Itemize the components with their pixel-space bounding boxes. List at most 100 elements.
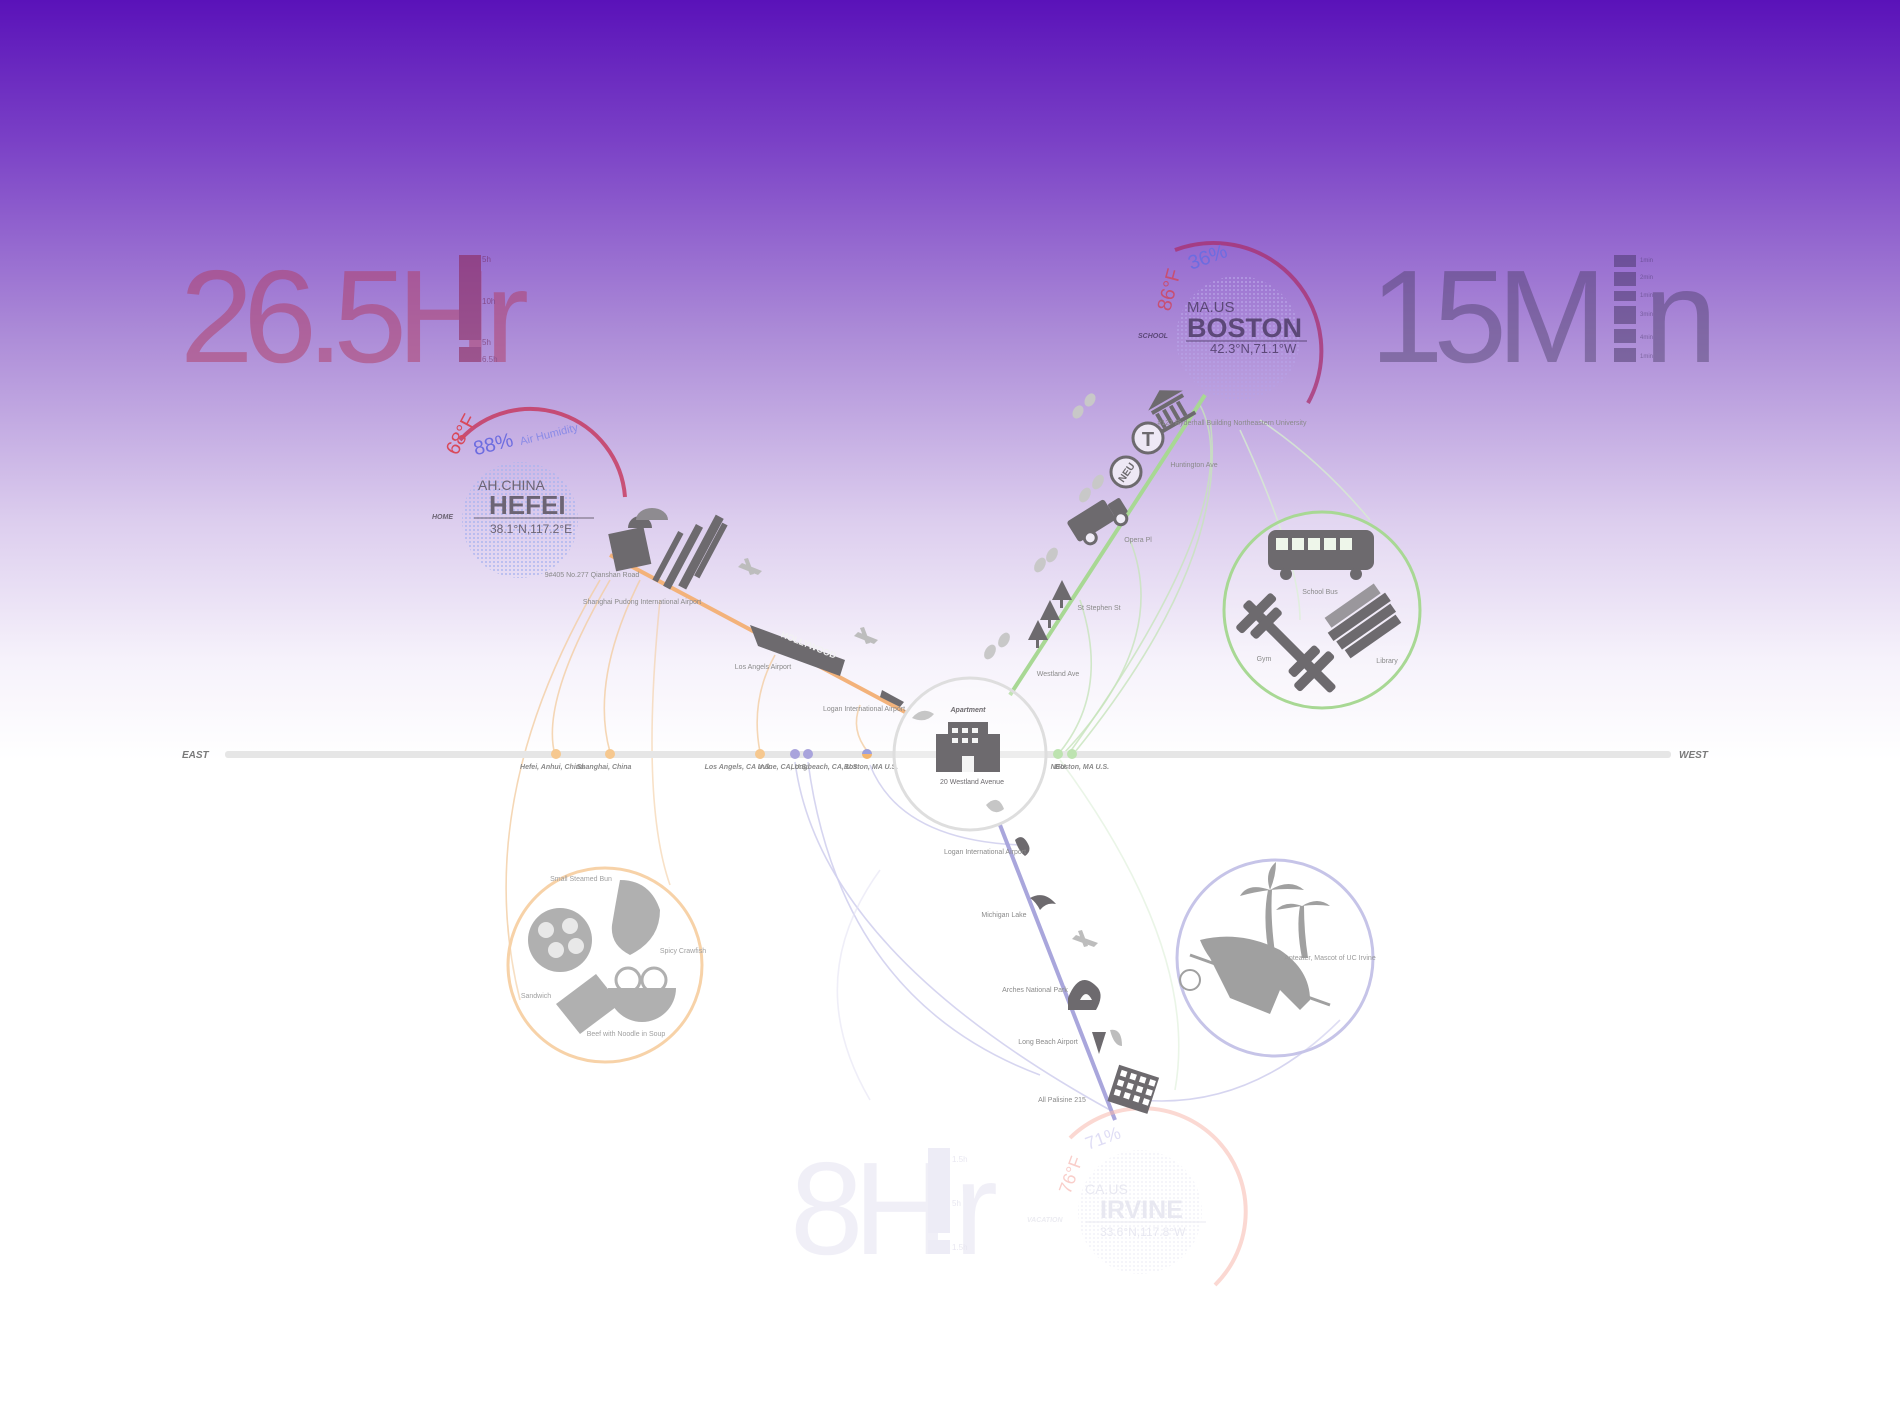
- route-boston: [1008, 393, 1207, 697]
- city-tag: VACATION: [1027, 1217, 1063, 1224]
- axis-stop-boston-east[interactable]: Boston, MA U.S.: [844, 749, 898, 771]
- school-panel[interactable]: School Bus Gym Library: [1222, 510, 1422, 710]
- city-temp: 76°F: [1055, 1154, 1087, 1197]
- label-palisades: All Palisine 215: [1038, 1097, 1086, 1104]
- label-st-stephen: St Stephen St: [1077, 605, 1120, 612]
- school-label: Library: [1376, 658, 1398, 665]
- university-building-icon: [1148, 390, 1197, 435]
- label-logan-top: Logan International Airport: [823, 706, 905, 713]
- label-long-beach: Long Beach Airport: [1018, 1039, 1078, 1046]
- axis-stop-label: Hefei, Anhui, China: [520, 764, 584, 771]
- stat-tick: 5h: [952, 1199, 961, 1208]
- stat-tail: r: [954, 1135, 998, 1282]
- stat-value: 8H: [790, 1135, 939, 1282]
- city-region: MA.US: [1187, 299, 1235, 316]
- city-humidity: 71%: [1083, 1123, 1124, 1154]
- stat-tail: r: [485, 243, 529, 390]
- stat-irvine-duration: 8H r 1.5h 5h 1.5h: [790, 1135, 998, 1282]
- axis-stop-neu[interactable]: NEU: [1051, 749, 1067, 771]
- city-name: HEFEI: [489, 490, 566, 520]
- noodle-bowl-icon: [608, 966, 676, 1022]
- stat-tick: 10h: [482, 297, 495, 306]
- solar-panel-icon: [1107, 1064, 1160, 1114]
- axis-stop-hefei[interactable]: Hefei, Anhui, China: [520, 749, 584, 771]
- food-panel[interactable]: Small Steamed Bun Spicy Crawfish Sandwic…: [506, 866, 706, 1064]
- books-icon: [1324, 583, 1402, 659]
- stat-tick: 1.5h: [952, 1155, 968, 1164]
- axis-stop-longbeach[interactable]: Longbeach, CA, U.S.: [791, 749, 860, 771]
- irvine-label: Anteater, Mascot of UC Irvine: [1284, 955, 1376, 962]
- city-name: IRVINE: [1100, 1196, 1183, 1224]
- label-la-airport: Los Angels Airport: [735, 664, 791, 671]
- stat-bar: [1614, 306, 1636, 324]
- flying-bird-icon: [1030, 895, 1056, 910]
- city-coords: 42.3°N,71.1°W: [1210, 341, 1297, 356]
- stat-bar: [1614, 255, 1636, 267]
- tree-icon: [1028, 580, 1072, 648]
- stat-bar: [459, 255, 481, 340]
- t-badge-text: T: [1142, 429, 1154, 451]
- city-temp: 86°F: [1154, 267, 1186, 314]
- apartment-hub[interactable]: Apartment 20 Westland Avenue: [892, 676, 1048, 832]
- city-dot-disc: [1078, 1150, 1202, 1274]
- label-arches: Arches National Park: [1002, 987, 1068, 994]
- stat-tick: 6.5h: [482, 355, 498, 364]
- axis-east-label: EAST: [182, 750, 210, 761]
- city-name: BOSTON: [1187, 313, 1302, 343]
- airplane-icon: [854, 627, 878, 644]
- footprints-icon: [984, 393, 1104, 660]
- school-bus-icon: [1268, 530, 1374, 580]
- food-label: Spicy Crawfish: [660, 948, 706, 955]
- leaf-icon: [986, 799, 1004, 813]
- airplane-icon: [1072, 930, 1098, 947]
- skyline-icon: [608, 514, 728, 590]
- axis-stop-irvine[interactable]: Irvine, CA, U.S.: [758, 749, 808, 771]
- stat-tick: 2min: [1640, 275, 1653, 281]
- city-region: AH.CHINA: [478, 477, 546, 493]
- axis-stop-shanghai[interactable]: Shanghai, China: [577, 749, 632, 771]
- label-shanghai-airport: Shanghai Pudong International Airport: [583, 599, 701, 606]
- food-label: Small Steamed Bun: [550, 876, 612, 883]
- connector-curves: [505, 404, 1371, 1111]
- city-boston[interactable]: 86°F 36% MA.US BOSTON 42.3°N,71.1°W SCHO…: [1138, 240, 1324, 404]
- axis-west-label: WEST: [1679, 750, 1709, 761]
- stat-tick: 5h: [482, 338, 491, 347]
- city-hefei[interactable]: 68°F 88% Air Humidity AH.CHINA HEFEI 38.…: [432, 406, 627, 578]
- axis-stop-los-angeles[interactable]: Los Angels, CA U.S.: [705, 749, 772, 771]
- city-coords: 33.6°N,117.8°W: [1100, 1225, 1186, 1239]
- t-subway-icon: T: [1131, 421, 1165, 455]
- route-labels: 9#405 No.277 Qianshan Road Shanghai Pudo…: [545, 420, 1307, 1104]
- label-logan-bottom: Logan International Airport: [944, 849, 1026, 856]
- city-coords: 38.1°N,117.2°E: [490, 522, 572, 536]
- stat-bar: [928, 1148, 950, 1233]
- axis-stop-label: Boston, MA U.S.: [1055, 764, 1109, 771]
- irvine-panel[interactable]: Anteater, Mascot of UC Irvine: [1175, 858, 1376, 1058]
- city-irvine[interactable]: 76°F 71% CA.US IRVINE 33.6°N,117.8°W VAC…: [1027, 1106, 1248, 1287]
- stat-tick: 1min: [1640, 293, 1653, 299]
- palm-tree-icon: [1240, 862, 1330, 960]
- temp-arc: [1174, 241, 1324, 404]
- stat-tail: n: [1644, 243, 1717, 390]
- stat-bar-dot: [928, 1240, 950, 1254]
- axis-stop-label: Boston, MA U.S.: [844, 764, 898, 771]
- label-westland: Westland Ave: [1037, 671, 1080, 678]
- axis-stop-label: Shanghai, China: [577, 764, 632, 771]
- stat-bar-dot: [459, 347, 481, 362]
- crawfish-icon: [611, 880, 660, 955]
- stat-bar: [1614, 272, 1636, 286]
- axis-stop-label: NEU: [1051, 764, 1067, 771]
- sandwich-icon: [556, 974, 620, 1034]
- label-hefei-addr: 9#405 No.277 Qianshan Road: [545, 572, 640, 579]
- stat-tick: 1.5h: [952, 1243, 968, 1252]
- airplane-landing-icon: [880, 690, 904, 707]
- city-region: CA.US: [1085, 1181, 1128, 1197]
- label-michigan: Michigan Lake: [981, 912, 1026, 919]
- food-label: Beef with Noodle in Soup: [587, 1031, 666, 1038]
- school-label: School Bus: [1302, 589, 1338, 596]
- neu-badge-icon: NEU: [1109, 455, 1143, 489]
- axis-stop-boston-west[interactable]: Boston, MA U.S.: [1055, 749, 1109, 771]
- city-tag: SCHOOL: [1138, 333, 1168, 340]
- stat-value: 15M: [1370, 243, 1597, 390]
- airplane-icon: [738, 558, 762, 575]
